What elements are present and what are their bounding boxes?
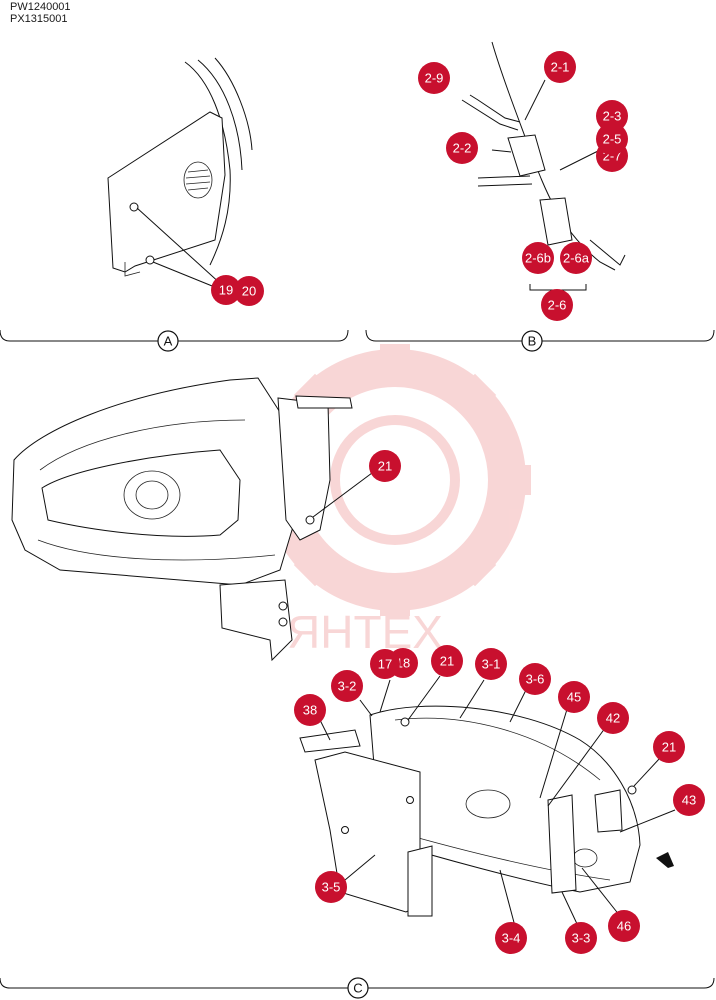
svg-text:2-5: 2-5 (603, 132, 622, 147)
screw-icon (400, 717, 410, 727)
svg-text:2-3: 2-3 (603, 109, 622, 124)
callout-21-lower-b: 21 (653, 731, 685, 763)
callout-2-3: 2-3 (596, 100, 628, 132)
callout-2-6a: 2-6a (560, 242, 592, 274)
svg-text:2-6: 2-6 (548, 298, 567, 313)
svg-text:3-6: 3-6 (526, 672, 545, 687)
svg-text:43: 43 (682, 793, 696, 808)
callout-17: 17 (370, 649, 400, 679)
callout-2-6: 2-6 (541, 289, 573, 321)
svg-text:21: 21 (378, 459, 392, 474)
svg-text:20: 20 (242, 284, 256, 299)
callout-42: 42 (597, 702, 629, 734)
svg-text:45: 45 (567, 690, 581, 705)
svg-text:2-1: 2-1 (551, 60, 570, 75)
svg-text:2-6b: 2-6b (525, 251, 551, 266)
arrow-icon (656, 852, 674, 868)
callout-46: 46 (608, 910, 640, 942)
mirror-drawing (11, 377, 377, 662)
section-label-a: A (157, 330, 179, 352)
panel-a-drawing (107, 57, 253, 291)
svg-text:3-4: 3-4 (502, 931, 521, 946)
svg-text:3-5: 3-5 (322, 880, 341, 895)
callout-21-upper: 21 (369, 450, 401, 482)
screw-icon (341, 826, 349, 834)
vent-grille (183, 161, 213, 199)
callout-21-lower-a: 21 (431, 645, 463, 677)
callout-3-1: 3-1 (475, 648, 507, 680)
callout-2-9: 2-9 (418, 62, 450, 94)
callout-2-1: 2-1 (544, 51, 576, 83)
screw-icon (145, 255, 155, 265)
callout-2-2: 2-2 (446, 132, 478, 164)
callout-3-6: 3-6 (519, 663, 551, 695)
screw-icon (278, 601, 288, 611)
part-code: PW1240001 (10, 1, 71, 13)
callout-3-5: 3-5 (315, 871, 347, 903)
svg-text:42: 42 (606, 711, 620, 726)
svg-text:3-2: 3-2 (338, 679, 357, 694)
callout-38: 38 (294, 694, 326, 726)
section-label-b: B (521, 330, 543, 352)
callout-43: 43 (673, 784, 705, 816)
part-code: PX1315001 (10, 13, 68, 25)
svg-text:B: B (528, 334, 537, 349)
panel-b-drawing (461, 41, 626, 291)
svg-text:19: 19 (219, 283, 233, 298)
svg-text:21: 21 (440, 654, 454, 669)
callout-19: 19 (211, 275, 241, 305)
watermark-text: ЯНТЕХ (287, 606, 443, 658)
callout-45: 45 (558, 681, 590, 713)
callout-2-5: 2-5 (596, 123, 628, 155)
svg-text:3-3: 3-3 (572, 931, 591, 946)
svg-text:A: A (164, 334, 173, 349)
svg-text:C: C (353, 981, 362, 996)
svg-text:38: 38 (303, 703, 317, 718)
screw-icon (129, 202, 139, 212)
callout-3-2: 3-2 (331, 670, 363, 702)
callout-20: 20 (234, 276, 264, 306)
callout-3-4: 3-4 (495, 922, 527, 954)
svg-text:46: 46 (617, 919, 631, 934)
callout-2-6b: 2-6b (522, 242, 554, 274)
svg-text:2-2: 2-2 (453, 141, 472, 156)
screw-icon (627, 785, 637, 795)
screw-icon (278, 617, 288, 627)
screw-icon (406, 796, 414, 804)
svg-text:2-6a: 2-6a (563, 251, 590, 266)
svg-text:2-9: 2-9 (425, 71, 444, 86)
svg-text:3-1: 3-1 (482, 657, 501, 672)
svg-text:17: 17 (378, 657, 392, 672)
part-codes: PW1240001 PX1315001 (10, 1, 71, 25)
svg-text:21: 21 (662, 740, 676, 755)
screw-icon (305, 515, 315, 525)
callout-3-3: 3-3 (565, 922, 597, 954)
mirror-exploded-drawing (299, 675, 676, 931)
section-label-c: C (347, 977, 369, 999)
